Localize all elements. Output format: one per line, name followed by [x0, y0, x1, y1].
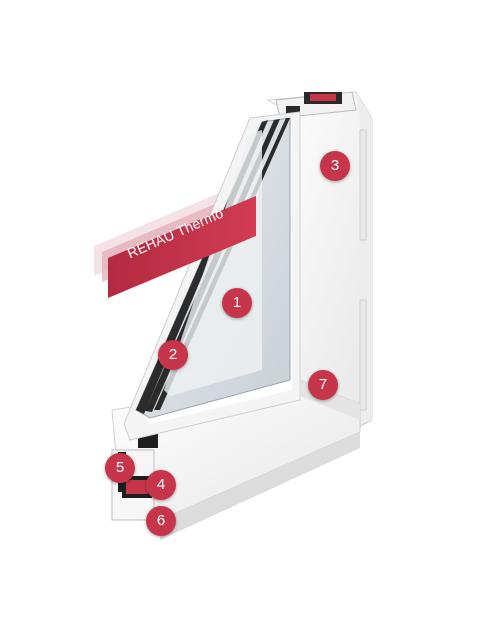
badge-1: 1 — [222, 288, 252, 318]
badge-4: 4 — [146, 470, 176, 500]
outer-frame — [266, 91, 373, 433]
badge-7: 7 — [308, 370, 338, 400]
brand-tag — [108, 196, 256, 298]
badge-3: 3 — [320, 151, 350, 181]
badge-6: 6 — [146, 506, 176, 536]
badge-5: 5 — [105, 453, 135, 483]
badge-2: 2 — [158, 340, 188, 370]
